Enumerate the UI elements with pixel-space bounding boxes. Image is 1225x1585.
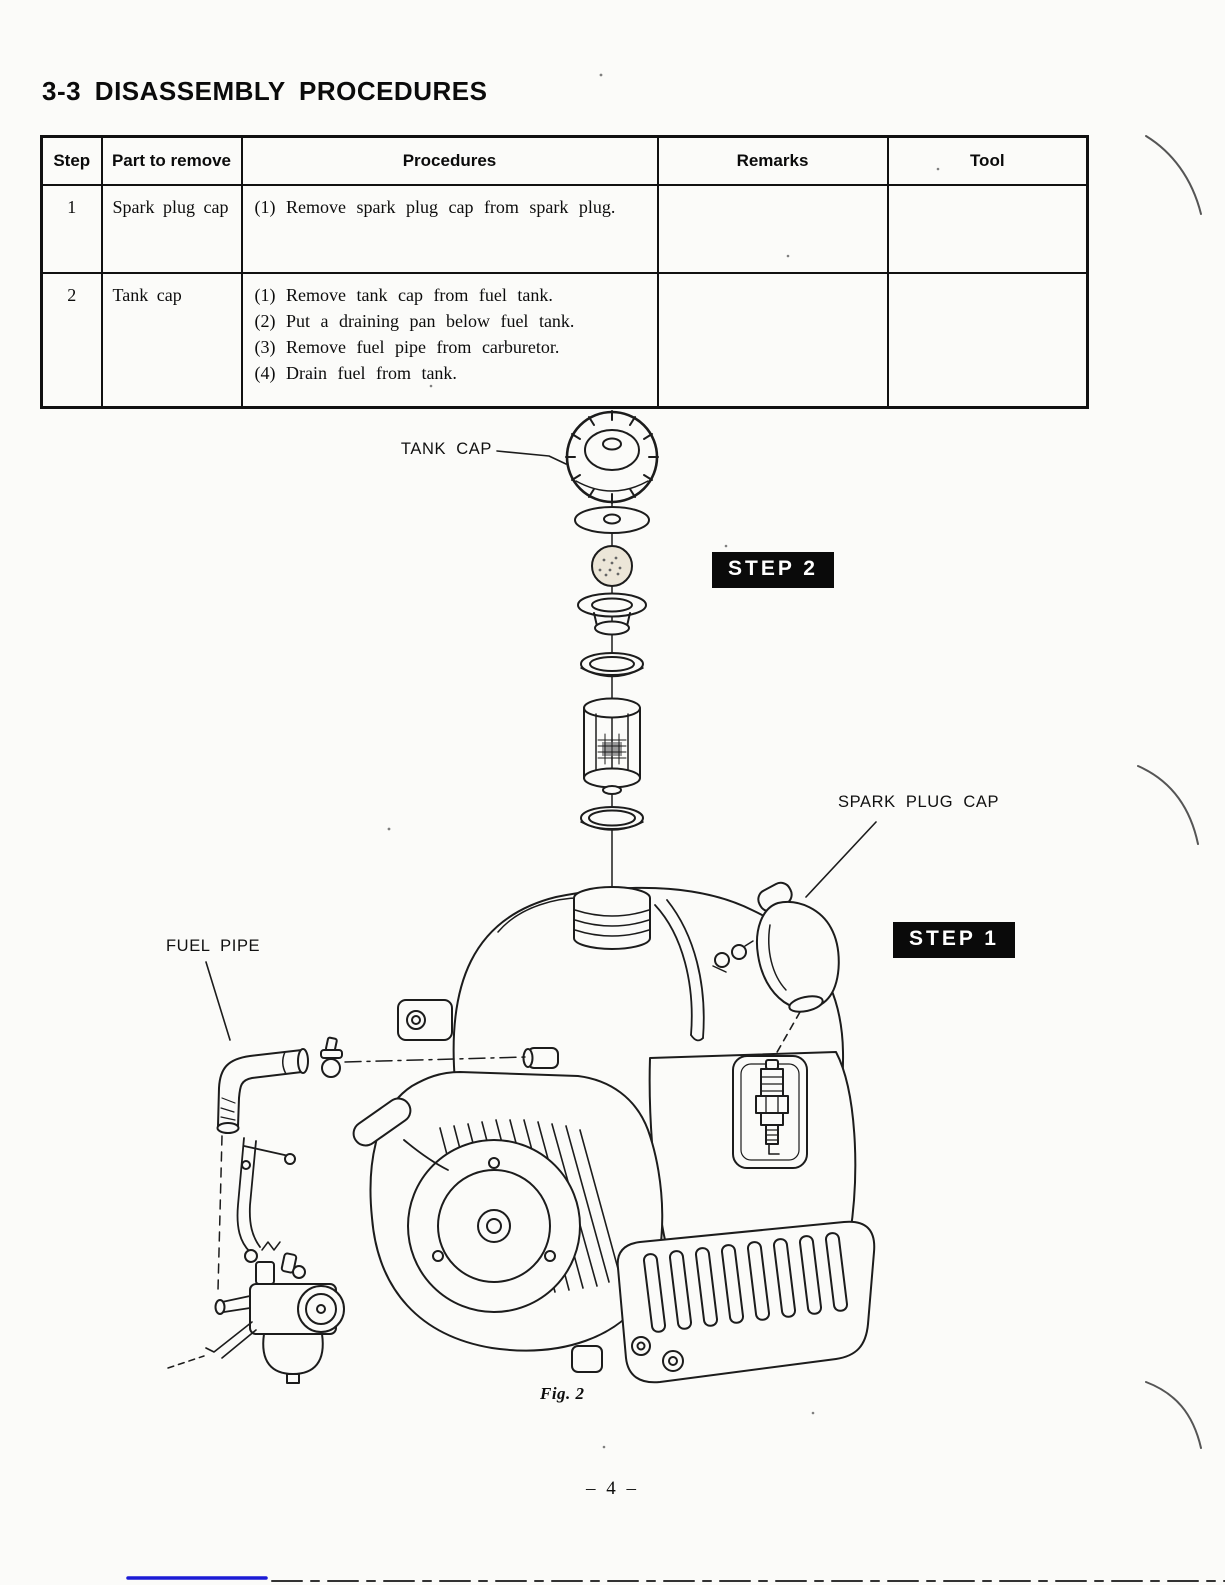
fuel-pipe-part (216, 1036, 528, 1291)
scan-artifacts (126, 73, 1225, 1582)
pipe-clamp (320, 1036, 343, 1078)
o-ring-part (580, 806, 644, 831)
col-tool: Tool (886, 135, 1089, 186)
procedure-line: (1) Remove tank cap from fuel tank. (254, 285, 553, 305)
tank-cap-part (565, 410, 659, 504)
ring-part (580, 652, 644, 678)
tank-cap-label: TANK CAP (400, 440, 492, 458)
cork-gasket-part (591, 545, 633, 587)
step-2-badge: STEP 2 (712, 552, 834, 588)
page-title: 3-3 DISASSEMBLY PROCEDURES (42, 76, 488, 106)
scan-noise-dots (387, 73, 940, 1449)
washer-part (574, 506, 650, 534)
cell-tool (886, 272, 1089, 409)
cell-remarks (656, 272, 889, 409)
leader-lines (205, 450, 877, 1041)
cap-clip (712, 940, 754, 973)
col-remarks: Remarks (656, 135, 889, 186)
col-step: Step (40, 135, 103, 186)
col-part: Part to remove (100, 135, 243, 186)
table-row: 1 Spark plug cap (1) Remove spark plug c… (40, 184, 1089, 274)
tank-neck (573, 886, 651, 950)
procedure-line: (1) Remove spark plug cap from spark plu… (254, 197, 616, 217)
fuel-filter-part (583, 697, 641, 795)
starter-handle (352, 1097, 449, 1171)
engine-foot (571, 1345, 603, 1373)
cell-procedures: (1) Remove spark plug cap from spark plu… (240, 184, 659, 274)
cell-part: Spark plug cap (100, 184, 243, 274)
step-1-badge: STEP 1 (893, 922, 1015, 958)
page-curl-bottom (1145, 1381, 1202, 1449)
table-header: Step Part to remove Procedures Remarks T… (40, 135, 1089, 186)
fuel-pipe-leader (205, 961, 231, 1041)
procedure-line: (2) Put a draining pan below fuel tank. (254, 311, 575, 331)
cell-tool (886, 184, 1089, 274)
page-number: – 4 – (586, 1478, 639, 1499)
procedure-line: (4) Drain fuel from tank. (254, 363, 457, 383)
cell-step: 1 (40, 184, 103, 274)
table-header-row: Step Part to remove Procedures Remarks T… (40, 135, 1089, 186)
cell-remarks (656, 184, 889, 274)
muffler-cover (616, 1220, 876, 1384)
col-procedures: Procedures (240, 135, 659, 186)
cell-procedures: (1) Remove tank cap from fuel tank. (2) … (240, 272, 659, 409)
page-curl-middle (1137, 765, 1199, 845)
carburetor-part (167, 1137, 345, 1384)
exploded-parts-stack (565, 410, 659, 896)
spark-plug-cap-part (756, 881, 840, 1055)
spark-plug (732, 1055, 808, 1169)
cell-part: Tank cap (100, 272, 243, 409)
tank-cap-leader (496, 450, 567, 465)
figure-caption: Fig. 2 (540, 1384, 585, 1403)
engine-body (352, 886, 876, 1384)
fuel-pipe-label: FUEL PIPE (166, 937, 261, 955)
procedure-line: (3) Remove fuel pipe from carburetor. (254, 337, 560, 357)
recoil-starter (407, 1139, 581, 1313)
spark-plug-cap-label: SPARK PLUG CAP (838, 793, 1000, 811)
table-row: 2 Tank cap (1) Remove tank cap from fuel… (40, 272, 1089, 409)
grommet-part (577, 592, 647, 636)
spark-plug-cap-leader (805, 821, 877, 898)
disassembly-table: Step Part to remove Procedures Remarks T… (40, 135, 1089, 409)
page-curl-top (1145, 135, 1202, 215)
cell-step: 2 (40, 272, 103, 409)
fuel-inlet-stub (522, 1047, 559, 1069)
